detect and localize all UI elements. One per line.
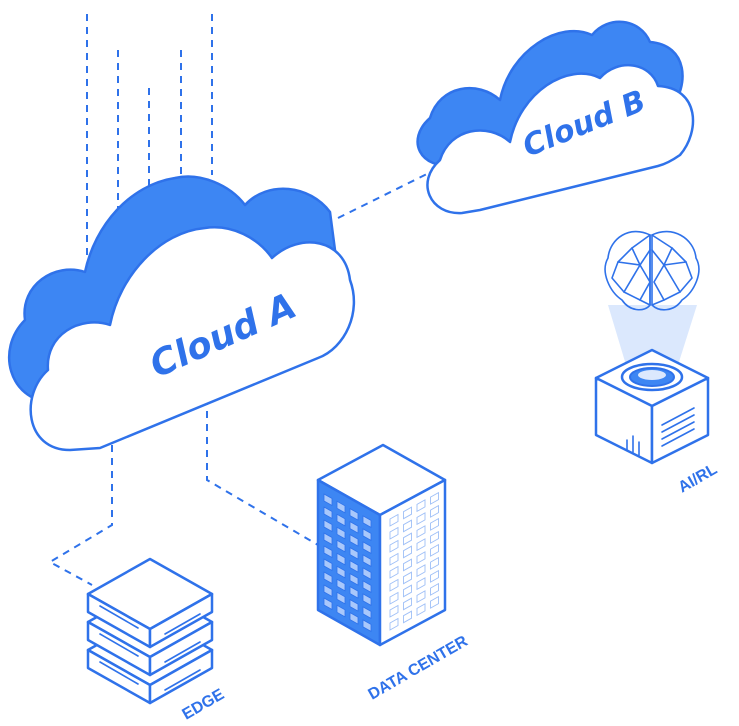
building-window [430,491,439,505]
building-window [416,590,426,604]
building-windows-right [389,491,439,631]
connector-lines [47,169,436,586]
building-window [362,541,372,555]
building-window [430,504,439,518]
building-window [362,593,372,607]
building-window [323,545,333,559]
building-window [336,552,346,566]
building-window [336,539,346,553]
building-window [403,610,412,624]
building-window [389,591,399,605]
ai-box-icon [594,348,710,465]
cloud-a: Cloud A [8,175,356,452]
upstream-data-lines [86,14,213,255]
building-window [349,533,359,547]
building-window [336,526,346,540]
cloud-b: Cloud B [416,20,695,215]
building-window [323,532,333,546]
datacenter-link-line [206,385,319,546]
building-window [430,569,439,583]
building-window [389,539,399,553]
edge-server-stack: EDGE [86,557,228,724]
building-window [349,546,359,560]
building-window [430,556,439,570]
building-window [389,552,399,566]
building-window [349,559,359,573]
building-window [323,597,333,611]
building-window [362,528,372,542]
building-window [349,507,359,521]
building-window [403,532,412,546]
building-window [323,571,333,585]
building-window [349,520,359,534]
building-window [416,525,426,539]
building-window [416,512,426,526]
building-window [389,578,399,592]
building-window [403,597,412,611]
building-window [362,567,372,581]
building-window [349,585,359,599]
building-window [362,580,372,594]
building-window [349,611,359,625]
building-window [349,598,359,612]
vent-grille [661,407,695,447]
cloud-link-line [337,169,436,219]
building-window [416,603,426,617]
building-window [323,584,333,598]
building-window [362,619,372,633]
building-window [430,595,439,609]
building-window [389,513,399,527]
building-window [430,530,439,544]
building-window [430,543,439,557]
building-window [323,506,333,520]
building-window [389,526,399,540]
building-window [403,519,412,533]
building-window [336,513,346,527]
building-window [403,571,412,585]
edge-label: EDGE [180,686,228,724]
ai-rl-label: AI/RL [676,461,721,497]
building-window [430,582,439,596]
server-stack-icon [86,557,214,705]
building-window [416,564,426,578]
building-window [362,554,372,568]
edge-link-line [47,445,113,586]
building-window [336,565,346,579]
building-windows-left [323,493,372,633]
building-window [416,577,426,591]
building-window [362,606,372,620]
building-window [336,604,346,618]
projection-beam [608,305,697,365]
data-center-building: DATA CENTER [316,443,471,703]
building-window [389,617,399,631]
building-window [416,538,426,552]
building-window [336,591,346,605]
ai-rl-node: AI/RL [594,230,721,497]
building-window [336,578,346,592]
building-window [416,551,426,565]
building-window [323,519,333,533]
building-window [416,499,426,513]
status-indicators [626,435,640,456]
building-window [403,558,412,572]
building-window [389,565,399,579]
building-window [336,500,346,514]
building-window [323,558,333,572]
brain-icon [604,230,700,311]
building-window [362,515,372,529]
building-window [403,545,412,559]
building-window [323,493,333,507]
building-window [430,517,439,531]
building-window [349,572,359,586]
building-window [403,584,412,598]
building-window [389,604,399,618]
building-icon [316,443,447,647]
building-window [403,506,412,520]
